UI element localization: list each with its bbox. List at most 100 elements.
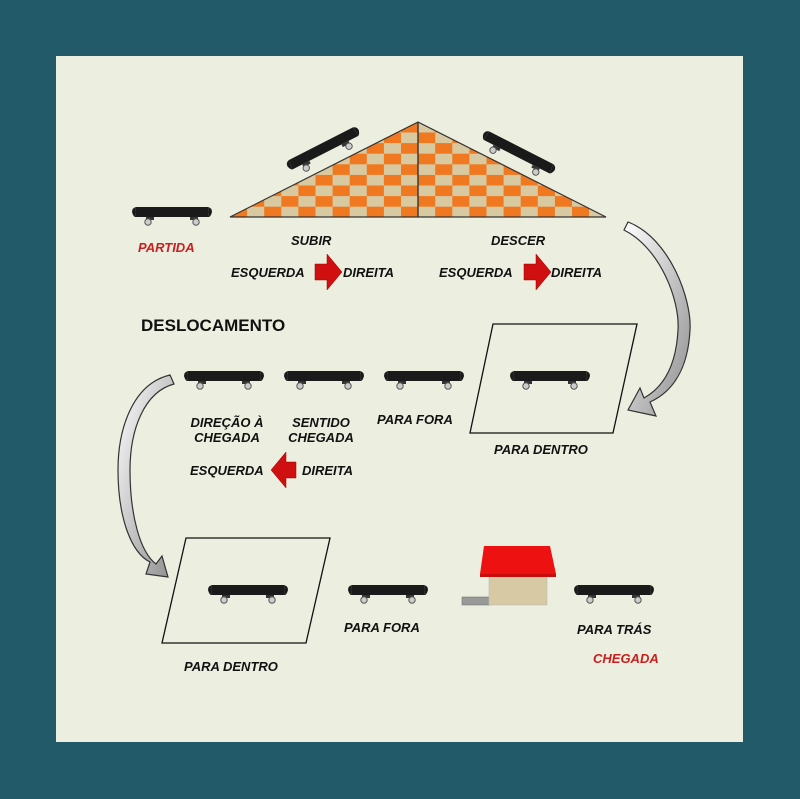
roof-tile xyxy=(264,164,282,175)
skateboard-icon xyxy=(207,584,289,604)
roof-tile xyxy=(486,185,504,197)
roof-tile xyxy=(572,185,590,197)
roof-tile xyxy=(401,195,419,207)
roof-tile xyxy=(383,185,402,197)
roof-tile xyxy=(366,174,385,186)
inward-zone-1 xyxy=(469,323,638,434)
roof-tile xyxy=(349,185,368,197)
roof-tile xyxy=(418,206,436,217)
roof-tile xyxy=(281,185,299,197)
roof-tile xyxy=(230,195,248,207)
roof-tile xyxy=(469,174,487,186)
roof-tile xyxy=(572,153,590,165)
roof-tile xyxy=(452,206,470,217)
roof-tile xyxy=(537,122,556,133)
roof-tile xyxy=(520,206,539,217)
roof-tile xyxy=(383,132,402,144)
roof-tile xyxy=(537,185,556,197)
roof-tile xyxy=(418,174,436,186)
roof-tile xyxy=(572,174,590,186)
roof-tile xyxy=(230,185,248,197)
roof-tile xyxy=(332,206,350,217)
red-arrow-icon xyxy=(523,253,552,291)
left-label-2: ESQUERDA xyxy=(439,265,513,280)
roof-tile xyxy=(572,132,590,144)
roof-tile xyxy=(366,142,385,154)
roof-tile xyxy=(503,174,521,186)
roof-tile xyxy=(315,195,333,207)
roof-tile xyxy=(383,122,402,133)
roof-tile xyxy=(264,122,282,133)
roof-tile xyxy=(264,185,282,197)
right-label-2: DIREITA xyxy=(551,265,603,280)
roof-tile xyxy=(452,153,470,165)
roof-tile xyxy=(554,185,573,197)
roof-tile xyxy=(452,174,470,186)
roof-tile xyxy=(383,206,402,217)
roof-tile xyxy=(503,195,521,207)
roof-tile xyxy=(349,206,368,217)
roof-tile xyxy=(298,195,316,207)
curved-arrow-icon xyxy=(117,374,175,578)
roof-tile xyxy=(520,174,539,186)
roof-tile xyxy=(349,153,368,165)
roof-tile xyxy=(264,195,282,207)
roof-tile xyxy=(349,164,368,175)
roof-tile xyxy=(332,195,350,207)
roof-tile xyxy=(418,195,436,207)
roof-tile xyxy=(230,164,248,175)
roof-tile xyxy=(520,185,539,197)
roof-tile xyxy=(486,174,504,186)
skateboard-icon xyxy=(383,370,465,390)
roof-tile xyxy=(486,153,504,165)
roof-tile xyxy=(452,195,470,207)
roof-tile xyxy=(503,122,521,133)
down-label: DESCER xyxy=(491,233,546,248)
roof-tile xyxy=(435,122,453,133)
outward-label-1: PARA FORA xyxy=(377,412,453,427)
roof-tile xyxy=(401,122,419,133)
roof-tile xyxy=(554,153,573,165)
direction-to-finish-label: DIREÇÃO À CHEGADA xyxy=(190,415,264,445)
roof-tile xyxy=(589,132,606,144)
section-title: DESLOCAMENTO xyxy=(141,316,286,335)
roof-tile xyxy=(298,132,316,144)
roof-tile xyxy=(281,195,299,207)
roof-tile xyxy=(264,174,282,186)
roof-tile xyxy=(452,132,470,144)
roof-tile xyxy=(435,132,453,144)
roof-tile xyxy=(264,142,282,154)
roof-tile xyxy=(401,185,419,197)
roof-tile xyxy=(554,174,573,186)
inward-label-1: PARA DENTRO xyxy=(494,442,588,457)
roof-tile xyxy=(298,206,316,217)
roof-tile xyxy=(503,185,521,197)
roof-tile xyxy=(589,195,606,207)
sense-finish-label: SENTIDO CHEGADA xyxy=(288,415,354,445)
roof-tile xyxy=(264,153,282,165)
roof-tile xyxy=(554,164,573,175)
roof-tile xyxy=(383,195,402,207)
roof-tile xyxy=(281,132,299,144)
roof-tile xyxy=(332,185,350,197)
roof-tile xyxy=(435,185,453,197)
roof-tile xyxy=(247,174,265,186)
roof-tile xyxy=(366,122,385,133)
roof-tile xyxy=(247,142,265,154)
outward-label-2: PARA FORA xyxy=(344,620,420,635)
roof-tile xyxy=(469,195,487,207)
roof-tile xyxy=(247,132,265,144)
roof-tile xyxy=(247,122,265,133)
inward-label-2: PARA DENTRO xyxy=(184,659,278,674)
skateboard-icon xyxy=(183,370,265,390)
skateboard-icon xyxy=(573,584,655,604)
roof-tile xyxy=(589,122,606,133)
roof-tile xyxy=(349,174,368,186)
roof-tile xyxy=(298,122,316,133)
roof-tile xyxy=(401,174,419,186)
roof-tile xyxy=(469,122,487,133)
roof-tile xyxy=(366,164,385,175)
roof-tile xyxy=(435,164,453,175)
